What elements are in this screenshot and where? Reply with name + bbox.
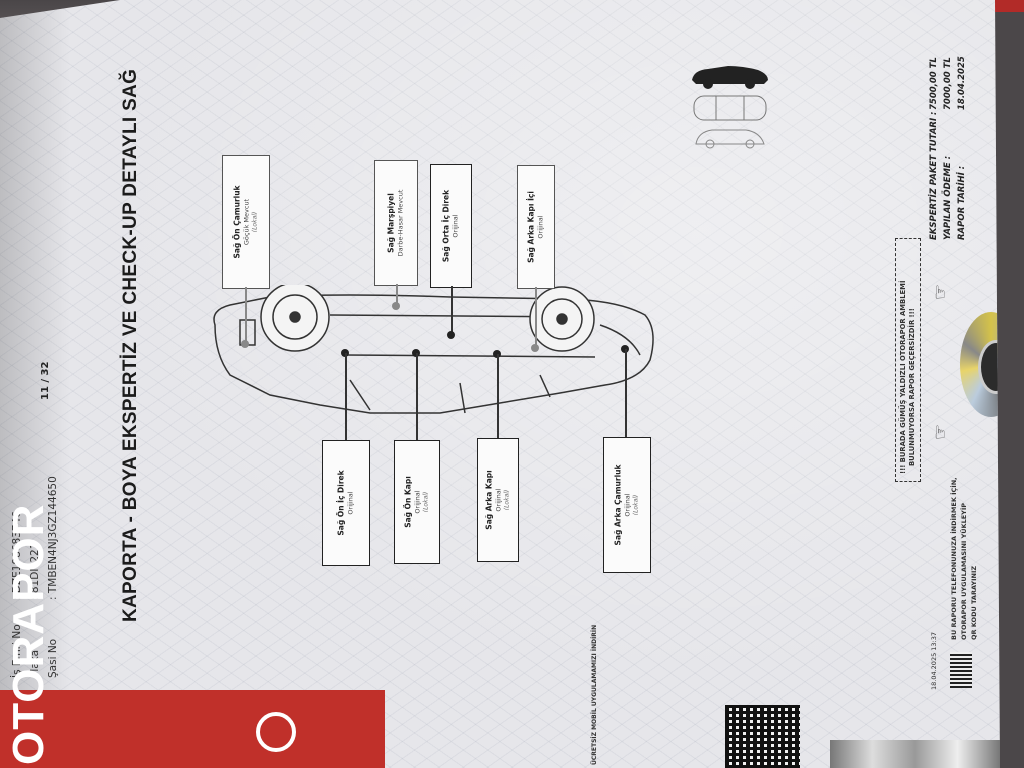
- rear-wheel: [529, 286, 595, 352]
- hologram-strip: [830, 740, 1000, 768]
- car-side-icon: [692, 66, 768, 89]
- marker-dot: [531, 344, 539, 352]
- part-status: Orijinal: [346, 491, 355, 515]
- leader-line: [497, 354, 499, 438]
- notice-line-2: BULUNMUYORSA RAPOR GEÇERSİZDİR !!!: [908, 308, 916, 466]
- brand-name: OTORAPOR: [4, 503, 53, 765]
- promo-line-2: OTORAPOR UYGULAMASINI YÜKLEYİP: [960, 502, 968, 640]
- part-name: Sağ Ön Çamurluk: [232, 185, 242, 259]
- part-name: Sağ Arka Kapı: [484, 470, 494, 530]
- leader-line: [416, 353, 418, 440]
- qr-code-icon: [725, 705, 800, 768]
- part-status: Darbe-Hasar Mevcut: [396, 189, 405, 257]
- leader-line: [535, 287, 537, 347]
- qr-code-icon: [950, 652, 972, 688]
- part-name: Sağ Orta İç Direk: [441, 189, 451, 263]
- car-front-icon: [695, 129, 765, 149]
- part-note: (Lokal): [632, 494, 640, 516]
- part-note: (Lokal): [251, 211, 259, 233]
- part-status: Göçük Mevcut: [242, 198, 251, 246]
- promo-line-1: BU RAPORU TELEFONUNUZA İNDİRMEK İÇİN,: [950, 477, 958, 640]
- part-note: (Lokal): [503, 489, 511, 511]
- car-top-icon: [693, 95, 767, 121]
- footer-app-text: ÜCRETSİZ MOBİL UYGULAMAMIZI İNDİRİN: [591, 624, 598, 765]
- part-status: Orijinal: [536, 215, 545, 239]
- leader-line: [396, 284, 398, 306]
- part-name: Sağ Ön İç Direk: [336, 470, 346, 536]
- leader-line: [345, 353, 347, 440]
- hand-point-icon: ☞: [930, 283, 951, 300]
- part-status: Orijinal: [494, 488, 503, 512]
- page-shadow: [0, 0, 70, 768]
- package-value: 7500,00 TL: [929, 57, 939, 110]
- car-side-diagram: [213, 285, 654, 414]
- part-status: Orijinal: [623, 493, 632, 517]
- paid-label: YAPILAN ÖDEME :: [943, 155, 953, 240]
- otorapor-logo-icon: [256, 712, 296, 752]
- marker-dot: [241, 340, 249, 348]
- leader-line: [625, 349, 627, 437]
- front-wheel: [260, 285, 330, 352]
- promo-line-3: QR KODU TARAYINIZ: [970, 565, 978, 640]
- paid-value: 7000,00 TL: [943, 57, 953, 110]
- part-name: Sağ Arka Çamurluk: [613, 464, 623, 546]
- part-name: Sağ Arka Kapı İçi: [526, 191, 536, 263]
- date-label: RAPOR TARİHİ :: [957, 165, 967, 240]
- page-number: 11 / 32: [40, 361, 51, 400]
- silver-emblem-notice: [895, 238, 921, 482]
- leader-line: [451, 286, 453, 334]
- hand-point-icon: ☞: [930, 423, 951, 440]
- marker-dot: [392, 302, 400, 310]
- marker-dot: [447, 331, 455, 339]
- notice-line-1: !!! BURADA GÜMÜŞ YALDIZLI OTORAPOR AMBLE…: [899, 280, 907, 474]
- brand-band: [0, 690, 385, 768]
- promo-date: 18.04.2025 13:37: [930, 631, 938, 690]
- part-note: (Lokal): [422, 491, 430, 513]
- report-page: KAPORTA - BOYA EKSPERTİZ VE CHECK-UP DET…: [0, 0, 1000, 768]
- date-value: 18.04.2025: [957, 56, 967, 110]
- part-status: Orijinal: [413, 490, 422, 514]
- part-name: Sağ Ön Kapı: [403, 476, 413, 528]
- part-status: Orijinal: [451, 214, 460, 238]
- car-views-icon: [692, 66, 768, 149]
- package-label: EKSPERTİZ PAKET TUTARI :: [929, 111, 939, 240]
- part-name: Sağ Marşpiyel: [386, 193, 396, 253]
- page-title: KAPORTA - BOYA EKSPERTİZ VE CHECK-UP DET…: [120, 68, 141, 622]
- leader-line: [245, 287, 247, 343]
